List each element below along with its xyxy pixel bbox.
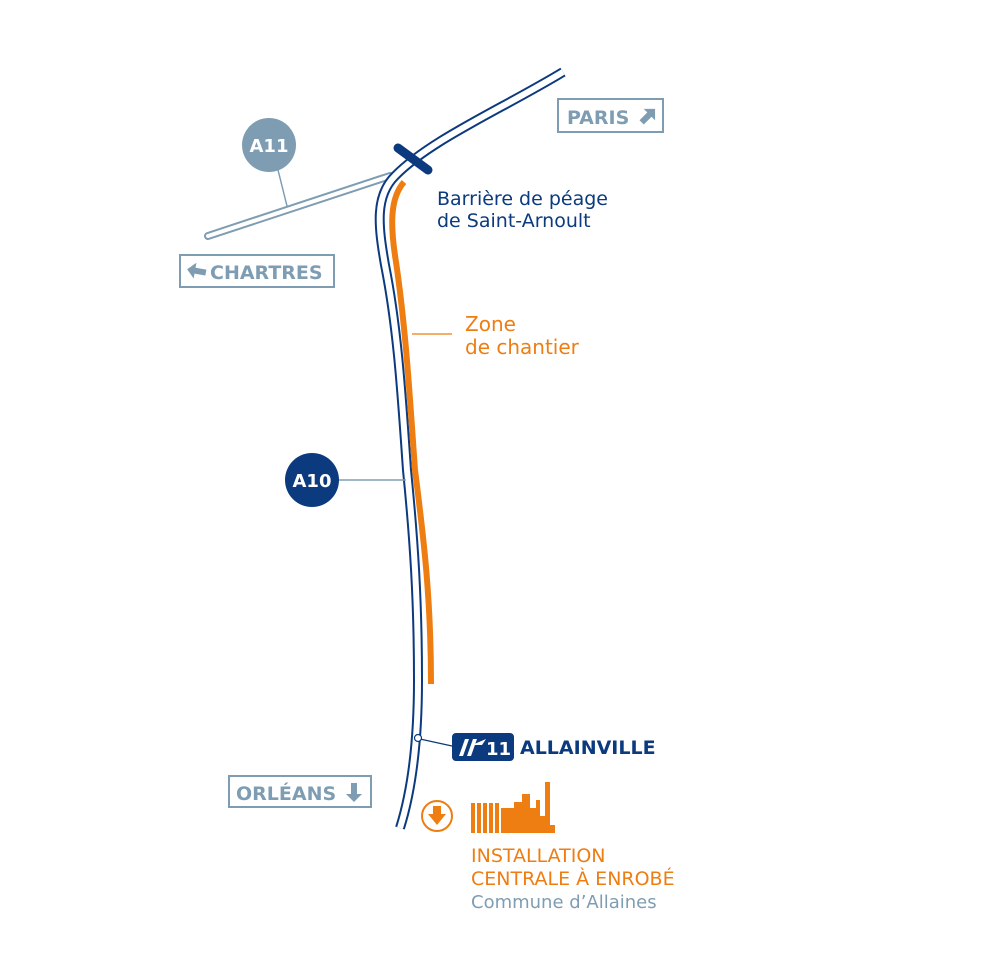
svg-text:A11: A11 bbox=[250, 136, 289, 157]
toll-barrier-icon bbox=[393, 143, 433, 175]
worksite-zone-line bbox=[389, 180, 434, 685]
plant-label-line1: INSTALLATION bbox=[471, 845, 606, 867]
worksite-label-line2: de chantier bbox=[465, 335, 580, 359]
chartres-direction-sign: CHARTRES bbox=[179, 254, 335, 288]
svg-text:A10: A10 bbox=[293, 471, 332, 492]
arrow-up-right-icon bbox=[639, 108, 656, 125]
worksite-label-line1: Zone bbox=[465, 312, 516, 336]
svg-text:CHARTRES: CHARTRES bbox=[210, 262, 323, 284]
exit-name: ALLAINVILLE bbox=[520, 737, 656, 759]
svg-text:PARIS: PARIS bbox=[567, 107, 629, 129]
a10-road bbox=[374, 67, 566, 830]
orleans-direction-sign: ORLÉANS bbox=[228, 775, 372, 808]
exit-point-marker bbox=[413, 733, 423, 743]
factory-icon bbox=[471, 782, 555, 833]
plant-label-line2: CENTRALE À ENROBÉ bbox=[471, 867, 675, 890]
plant-label-line3: Commune d’Allaines bbox=[471, 892, 657, 913]
exit-leader-line bbox=[419, 738, 453, 747]
toll-label-line1: Barrière de péage bbox=[437, 188, 608, 210]
a11-road bbox=[204, 172, 394, 240]
paris-direction-sign: PARIS bbox=[557, 98, 664, 133]
down-arrow-circle-icon bbox=[421, 800, 453, 832]
a10-badge: A10 bbox=[285, 453, 339, 507]
svg-text:11: 11 bbox=[486, 739, 511, 760]
arrow-down-icon bbox=[346, 783, 362, 802]
toll-label-line2: de Saint-Arnoult bbox=[437, 210, 591, 232]
svg-text:ORLÉANS: ORLÉANS bbox=[236, 782, 336, 805]
a11-badge: A11 bbox=[242, 118, 296, 172]
exit-11-badge: 11 bbox=[452, 733, 514, 761]
arrow-left-icon bbox=[187, 262, 207, 279]
motorway-exit-icon bbox=[459, 739, 486, 756]
